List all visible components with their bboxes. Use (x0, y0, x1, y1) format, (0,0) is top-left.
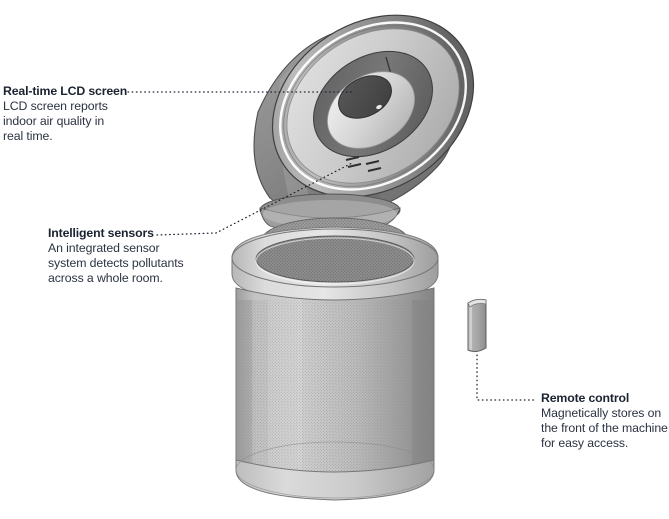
callout-lcd-body: LCD screen reports indoor air quality in… (3, 99, 127, 145)
callout-lcd-line-1: LCD screen reports (3, 99, 108, 113)
leader-lines (127, 91, 537, 401)
lcd-highlight (376, 104, 382, 110)
callout-remote: Remote control Magnetically stores on th… (541, 391, 668, 452)
callout-remote-line-3: for easy access. (541, 436, 629, 451)
callout-remote-title: Remote control (541, 391, 630, 405)
callout-remote-line-1: Magnetically stores on (541, 406, 662, 420)
sensor-vents (345, 156, 382, 172)
callout-remote-body: Magnetically stores on the front of the … (541, 406, 668, 452)
remote-control (467, 298, 487, 353)
callout-remote-line-2: the front of the machine (541, 421, 668, 436)
callout-sensors-title: Intelligent sensors (48, 226, 154, 240)
base-ring (235, 459, 435, 501)
callout-lcd-line-3: real time. (3, 129, 53, 144)
callout-lcd-line-2: indoor air quality in (3, 114, 105, 129)
purifier-body (231, 226, 439, 501)
leader-sensors (156, 162, 353, 236)
callout-lcd-title: Real-time LCD screen (3, 84, 128, 98)
callout-sensors: Intelligent sensors An integrated sensor… (48, 226, 184, 287)
callout-sensors-line-3: across a whole room. (48, 271, 163, 286)
callout-lcd: Real-time LCD screen LCD screen reports … (3, 84, 127, 145)
leader-remote (476, 354, 537, 401)
callout-sensors-line-1: An integrated sensor (48, 241, 160, 255)
callout-sensors-body: An integrated sensor system detects poll… (48, 241, 184, 287)
dome-head (253, 14, 475, 235)
callout-sensors-line-2: system detects pollutants (48, 256, 184, 271)
